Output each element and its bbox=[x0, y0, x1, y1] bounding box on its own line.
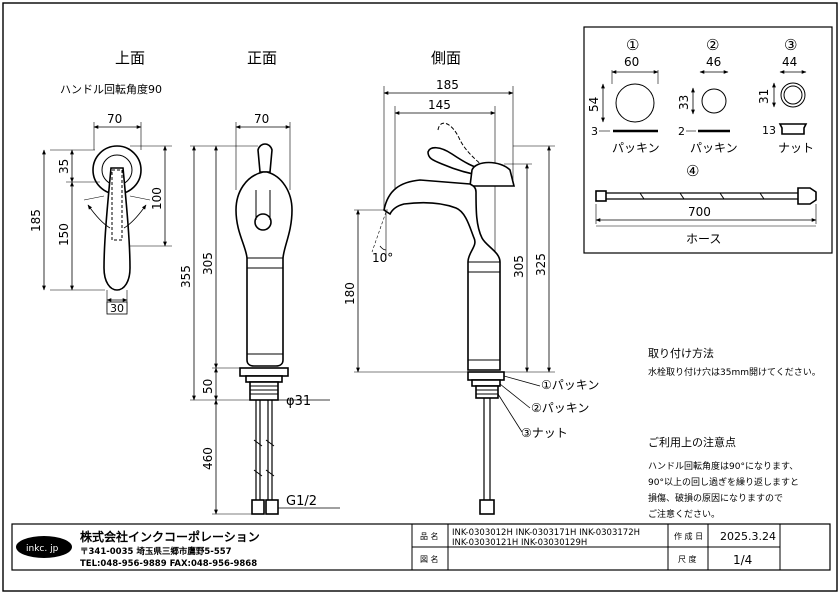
dim-top-100: 100 bbox=[150, 187, 164, 210]
title-block: inkc. jp 株式会社インクコーポレーション 〒341-0035 埼玉県三郷… bbox=[11, 523, 831, 571]
front-view: 70 355 305 50 bbox=[179, 112, 340, 515]
label-scale: 尺 度 bbox=[678, 554, 697, 564]
product-codes-2: INK-03030121H INK-03030129H bbox=[452, 538, 587, 548]
dim-front-355: 355 bbox=[179, 265, 193, 288]
company-address: 〒341-0035 埼玉県三郷市鷹野5-557 bbox=[80, 546, 232, 557]
dim-side-180: 180 bbox=[343, 282, 357, 305]
notes-title: ご利用上の注意点 bbox=[648, 435, 736, 449]
notes-line-4: ご注意ください。 bbox=[648, 508, 720, 520]
part2-height: 33 bbox=[677, 95, 691, 110]
dim-front-phi31: φ31 bbox=[286, 394, 311, 409]
dim-side-325: 325 bbox=[534, 253, 548, 276]
side-view: 185 145 10° 325 bbox=[343, 78, 599, 515]
view-title-side: 側面 bbox=[431, 49, 461, 67]
view-title-front: 正面 bbox=[247, 49, 277, 67]
dim-front-460: 460 bbox=[201, 447, 215, 470]
callout-packing-1: ①パッキン bbox=[541, 378, 599, 392]
part1-name: パッキン bbox=[612, 141, 660, 155]
view-title-top: 上面 bbox=[115, 49, 145, 67]
dim-top-185: 185 bbox=[29, 209, 43, 232]
dim-top-150: 150 bbox=[57, 223, 71, 246]
part1-number: ① bbox=[626, 36, 639, 54]
notes-line-1: ハンドル回転角度は90°になります、 bbox=[648, 460, 798, 472]
dim-side-185: 185 bbox=[436, 78, 459, 92]
logo-text: inkc. jp bbox=[26, 544, 59, 554]
part3-number: ③ bbox=[784, 36, 797, 54]
label-product-name: 品 名 bbox=[420, 531, 439, 541]
dim-top-width: 70 bbox=[107, 112, 122, 126]
part2-dia: 46 bbox=[706, 55, 721, 69]
dim-side-305: 305 bbox=[512, 255, 526, 278]
part1-height: 54 bbox=[587, 97, 601, 112]
callout-packing-2: ②パッキン bbox=[531, 401, 589, 415]
date-value: 2025.3.24 bbox=[720, 530, 776, 543]
part4-name: ホース bbox=[686, 232, 721, 246]
dim-front-50: 50 bbox=[201, 379, 215, 394]
dim-side-145: 145 bbox=[428, 98, 451, 112]
product-codes-1: INK-0303012H INK-0303171H INK-0303172H bbox=[452, 528, 640, 538]
part2-thickness: 2 bbox=[678, 125, 685, 138]
dim-front-width: 70 bbox=[254, 112, 269, 126]
part4-length: 700 bbox=[688, 205, 711, 219]
company-logo bbox=[16, 536, 72, 558]
dim-front-thread: G1/2 bbox=[286, 494, 317, 509]
label-figure-name: 図 名 bbox=[420, 554, 439, 564]
company-name: 株式会社インクコーポレーション bbox=[80, 529, 260, 544]
install-title: 取り付け方法 bbox=[648, 346, 714, 360]
dim-front-305: 305 bbox=[201, 252, 215, 275]
part1-thickness: 3 bbox=[591, 125, 598, 138]
part3-thickness: 13 bbox=[762, 124, 776, 137]
callout-nut: ③ナット bbox=[521, 426, 568, 440]
part2-name: パッキン bbox=[690, 141, 738, 155]
part3-dia: 44 bbox=[782, 55, 797, 69]
part4-number: ④ bbox=[686, 162, 699, 180]
company-tel: TEL:048-956-9889 FAX:048-956-9868 bbox=[80, 559, 257, 569]
part2-number: ② bbox=[706, 36, 719, 54]
notes-line-2: 90°以上の回し過ぎを繰り返しますと bbox=[648, 476, 799, 488]
part3-height: 31 bbox=[757, 89, 771, 104]
label-date: 作 成 日 bbox=[674, 531, 703, 541]
notes-line-3: 損傷、破損の原因になりますので bbox=[648, 492, 783, 504]
top-view: 70 185 150 35 100 30 bbox=[29, 112, 172, 315]
dim-side-angle: 10° bbox=[372, 251, 393, 265]
handle-angle-label: ハンドル回転角度90 bbox=[60, 82, 162, 96]
parts-box: ① 60 54 3 パッキン ② 46 33 2 パッキン ③ 44 31 13… bbox=[583, 26, 833, 254]
install-text: 水栓取り付け穴は35mm開けてください。 bbox=[648, 366, 821, 378]
part1-dia: 60 bbox=[624, 55, 639, 69]
dim-top-30: 30 bbox=[110, 302, 124, 315]
part3-name: ナット bbox=[778, 141, 814, 155]
scale-value: 1/4 bbox=[733, 553, 752, 567]
dim-top-35: 35 bbox=[57, 159, 71, 174]
